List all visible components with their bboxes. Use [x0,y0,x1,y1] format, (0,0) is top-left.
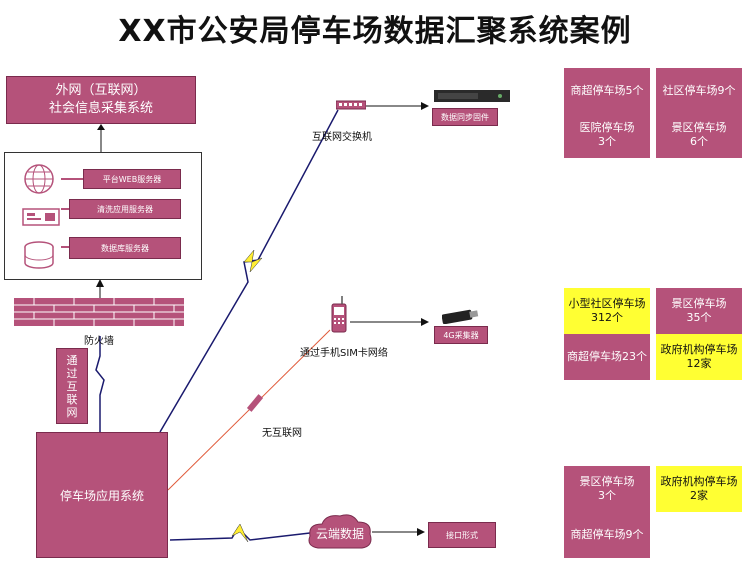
ticket-mall-9[interactable]: 商超停车场9个 [564,512,650,558]
parking-app-label: 停车场应用系统 [59,488,144,503]
parking-app-system-box[interactable]: 停车场应用系统 [36,432,168,558]
page-title: XX市公安局停车场数据汇聚系统案例 [118,14,632,49]
group3-parking-lots: 景区停车场 3个 政府机构停车场 2家 商超停车场9个 [560,466,744,558]
app-server-icon [22,208,60,226]
database-icon [24,241,54,269]
internet-link-line [95,336,105,432]
sync-firmware-label: 数据同步固件 [441,112,489,122]
ticket-mall-5[interactable]: 商超停车场5个 [564,68,650,114]
web-server-box[interactable]: 平台WEB服务器 [83,169,181,189]
ticket-mall-23[interactable]: 商超停车场23个 [564,334,650,380]
lightning-icon [243,249,263,273]
switch-icon [336,100,366,110]
ticket-government-2[interactable]: 政府机构停车场 2家 [656,466,742,512]
server-icons [19,163,63,269]
no-internet-label: 无互联网 [262,428,302,439]
group2-parking-lots: 小型社区停车场 312个 景区停车场 35个 商超停车场23个 政府机构停车场 … [560,288,744,380]
ticket-scenic-3[interactable]: 景区停车场 3个 [564,466,650,512]
rack-device-icon [434,90,510,102]
database-server-label: 数据库服务器 [101,243,149,253]
sim-network-label: 通过手机SIM卡网络 [300,348,388,359]
group1-parking-lots: 商超停车场5个 社区停车场9个 医院停车场 3个 景区停车场 6个 [560,68,744,158]
ticket-scenic-6[interactable]: 景区停车场 6个 [656,112,742,158]
usb-collector-icon [442,309,479,324]
external-network-line1: 外网（互联网） [55,83,147,98]
mobile-phone-icon [331,296,347,333]
ticket-hospital-3[interactable]: 医院停车场 3个 [564,112,650,158]
lightning-icon [231,523,249,543]
firewall-label: 防火墙 [84,336,114,347]
ticket-scenic-35[interactable]: 景区停车场 35个 [656,288,742,334]
cloud-label: 云端数据 [315,526,364,541]
cloud-icon [308,514,372,549]
cleaning-server-box[interactable]: 清洗应用服务器 [69,199,181,219]
sync-firmware-box[interactable]: 数据同步固件 [432,108,498,126]
servers-to-external-arrow [97,124,105,152]
ticket-small-community-312[interactable]: 小型社区停车场 312个 [564,288,650,334]
collector-4g-label: 4G采集器 [443,330,479,340]
database-server-box[interactable]: 数据库服务器 [69,237,181,259]
switch-label: 互联网交换机 [312,132,372,143]
firewall-icon [14,298,184,326]
web-globe-icon [24,164,54,194]
ticket-community-9[interactable]: 社区停车场9个 [656,68,742,114]
ticket-government-12[interactable]: 政府机构停车场 12家 [656,334,742,380]
via-internet-box: 通 过 互 联 网 [56,348,88,424]
interface-label: 接口形式 [446,530,478,540]
collector-4g-box[interactable]: 4G采集器 [434,326,488,344]
cleaning-server-label: 清洗应用服务器 [97,204,153,214]
web-server-label: 平台WEB服务器 [102,174,162,184]
no-internet-marker [246,394,264,412]
sim-link-line [167,329,331,491]
external-network-box[interactable]: 外网（互联网） 社会信息采集系统 [6,76,196,124]
interface-box[interactable]: 接口形式 [428,522,496,548]
external-network-line2: 社会信息采集系统 [48,101,153,116]
server-group-box: 平台WEB服务器 清洗应用服务器 数据库服务器 [4,152,202,280]
